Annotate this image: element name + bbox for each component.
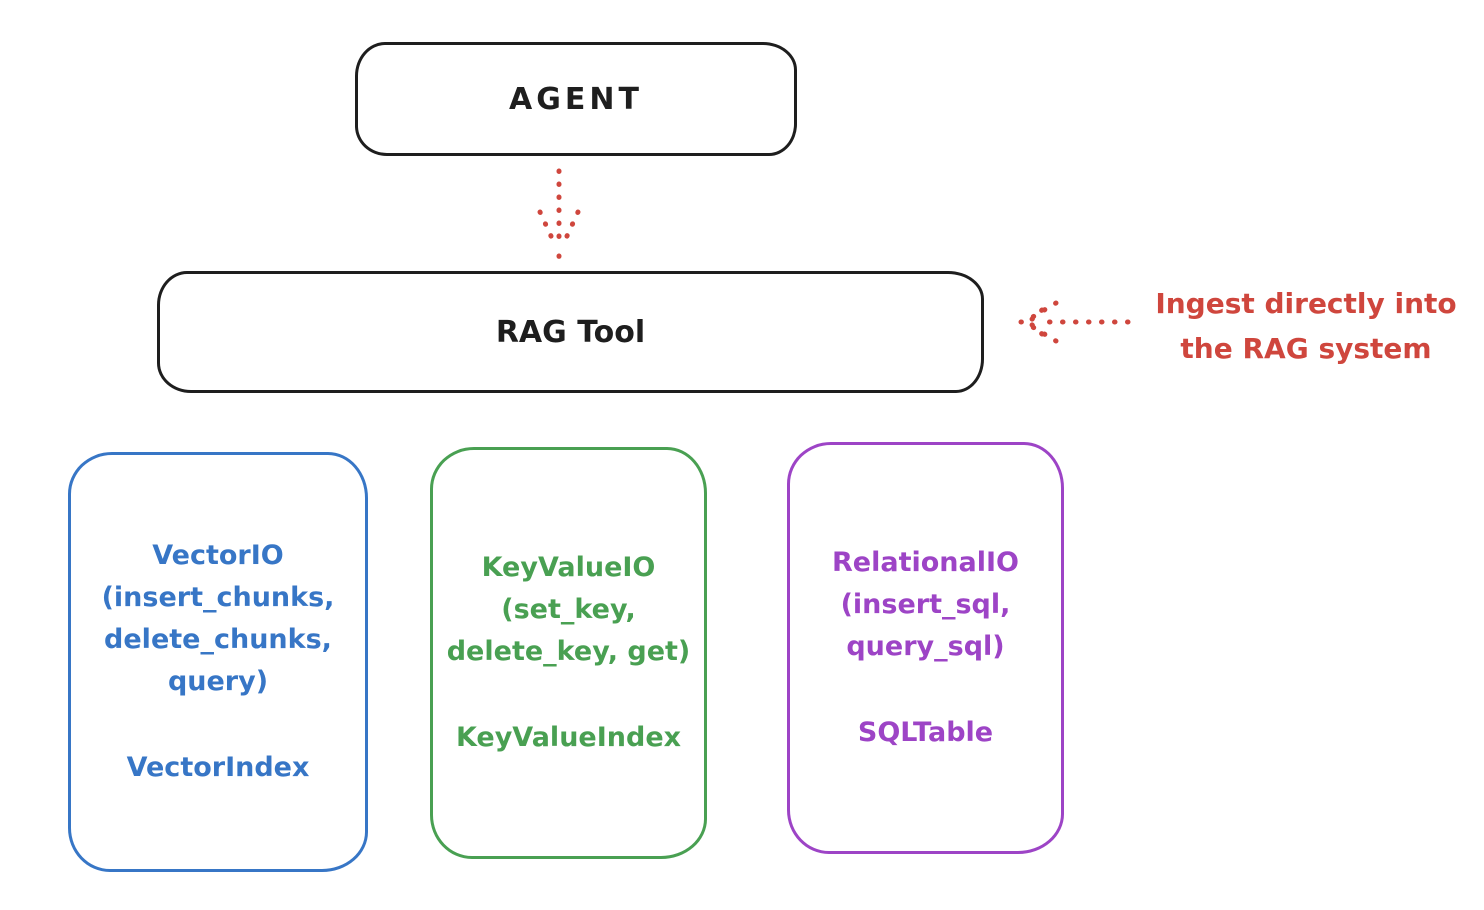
dotted-left-arrow-icon bbox=[1018, 300, 1131, 344]
rag-tool-label: RAG Tool bbox=[495, 314, 646, 350]
annotation-line-2: the RAG system bbox=[1180, 331, 1432, 365]
agent-label: AGENT bbox=[509, 81, 643, 117]
store-node-keyvalueio: KeyValueIO (set_key, delete_key, get) Ke… bbox=[430, 447, 707, 859]
store-vectorio-index-label: VectorIndex bbox=[126, 751, 310, 783]
annotation-line-1: Ingest directly into bbox=[1155, 287, 1457, 320]
store-relationalio-header: RelationalIO (insert_sql, query_sql) bbox=[832, 547, 1019, 662]
store-keyvalueio-header: KeyValueIO (set_key, delete_key, get) bbox=[446, 552, 691, 667]
dotted-down-arrow-icon bbox=[537, 168, 581, 259]
rag-tool-node: RAG Tool bbox=[157, 271, 984, 393]
store-keyvalueio-index-label: KeyValueIndex bbox=[455, 721, 682, 753]
store-node-vectorio: VectorIO (insert_chunks, delete_chunks, … bbox=[68, 452, 368, 872]
store-relationalio-index-label: SQLTable bbox=[857, 716, 994, 748]
agent-node: AGENT bbox=[355, 42, 797, 156]
store-node-relationalio: RelationalIO (insert_sql, query_sql) SQL… bbox=[787, 442, 1064, 854]
annotation-ingest-note: Ingest directly into the RAG system bbox=[1138, 282, 1474, 372]
store-vectorio-header: VectorIO (insert_chunks, delete_chunks, … bbox=[101, 540, 335, 697]
